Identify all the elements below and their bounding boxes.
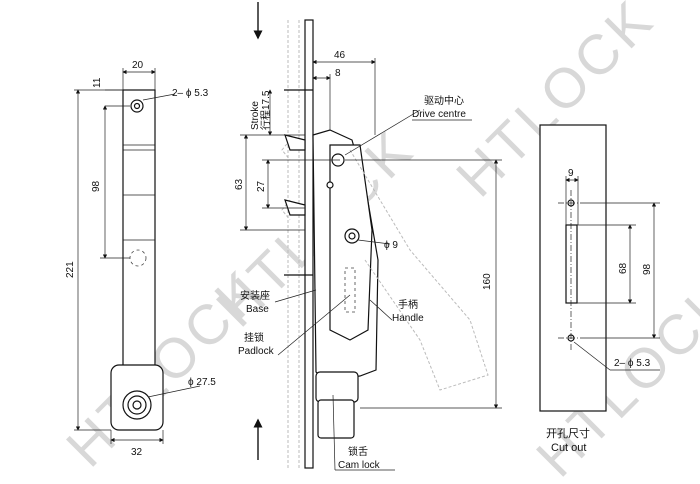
left-view: 20 11 2– ϕ 5.3 98 221 ϕ 27.5 32 [65,60,216,458]
dim-height: 160 [482,273,493,290]
stroke-teeth [284,134,306,216]
main-plate [304,19,314,469]
cutout-title-en: Cut out [551,442,586,454]
dim-center-distance: 98 [91,180,102,192]
dim-27: 27 [256,180,267,192]
handle-en: Handle [392,313,424,324]
cutout-dim-total: 98 [642,263,653,275]
base-en: Base [246,304,269,315]
dim-63: 63 [234,178,245,190]
left-body [122,89,156,381]
main-view: 46 8 Stroke 行程17.5 63 27 ϕ 9 160 驱动中心 Dr… [234,2,502,471]
base-cn: 安装座 [240,289,270,302]
cam-lock-barrel [317,399,355,439]
handle-ghost [349,149,489,391]
handle-cn: 手柄 [398,298,418,311]
padlock-slot [344,267,356,313]
dim-width-top: 20 [132,60,144,71]
cutout-dim-slot: 68 [618,262,629,274]
dim-stroke: Stroke 行程17.5 [250,90,272,130]
drive-pin [326,181,334,189]
drive-centre-en: Drive centre [412,109,466,120]
dim-hole-top: 2– ϕ 5.3 [172,88,209,99]
dim-knob-dia: ϕ 27.5 [188,377,216,388]
padlock-cn: 挂锁 [244,331,264,344]
cutout-slot [565,224,578,304]
left-knob-inner [132,400,142,410]
camlock-cn: 锁舌 [348,445,368,458]
dim-depth: 46 [334,50,346,61]
left-top-hole-inner [133,102,141,110]
cutout-view: 9 68 98 2– ϕ 5.3 开孔尺寸 Cut out [539,124,660,454]
padlock-en: Padlock [238,346,275,357]
cutout-title-cn: 开孔尺寸 [546,426,590,440]
cutout-dim-width: 9 [568,168,574,179]
dim-width-bottom: 32 [131,447,143,458]
dim-offset: 8 [335,68,341,79]
cutout-dim-holes: 2– ϕ 5.3 [614,358,651,369]
dim-stroke-en: Stroke [250,101,261,130]
camlock-en: Cam lock [338,460,381,471]
stroke-ghost-teeth [281,139,291,221]
dim-offset-top: 11 [92,77,103,88]
dim-total-length: 221 [65,261,76,278]
drive-centre-cn: 驱动中心 [424,94,464,107]
cam-lock-body [315,371,359,403]
dim-pivot-dia: ϕ 9 [384,240,398,251]
